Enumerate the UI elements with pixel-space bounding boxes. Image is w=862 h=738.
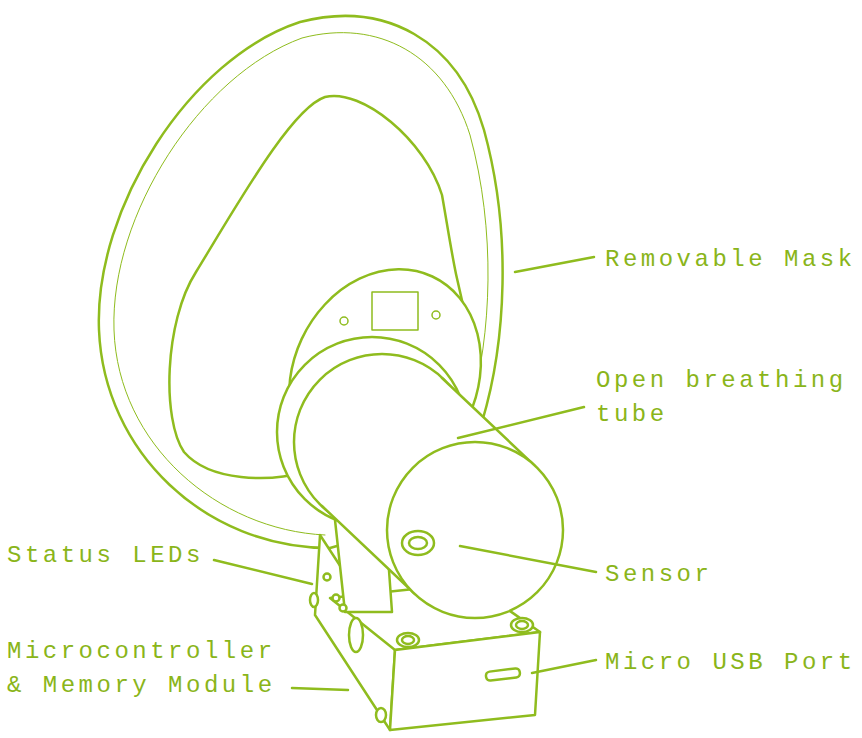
part-label: Status LEDs [7,539,204,573]
led [340,605,347,612]
flange-hole [340,317,348,325]
flange-hole [432,311,440,319]
box-front [390,632,540,730]
part-label: Sensor [605,558,712,592]
part-label: Micro USB Port [605,646,856,680]
leader-line [532,660,596,673]
leader-line [458,407,584,438]
part-label: Open breathing tube [596,364,858,432]
mount-post [516,621,528,629]
box-hole [349,618,363,652]
leader-line [292,688,348,690]
part-label: Removable Mask [605,243,856,277]
box-screw [376,708,386,722]
sensor [402,531,434,555]
usb-port [486,668,521,681]
leader-line [214,560,312,584]
mount-post [397,633,419,647]
mount-post [511,618,533,632]
led [333,595,340,602]
leader-line [460,546,596,572]
sensor [409,537,427,549]
part-label: Microcontroller & Memory Module [7,635,289,703]
leader-line [515,257,594,272]
flange-slot [372,292,418,330]
mount-post [402,636,414,644]
led [310,593,318,607]
led [324,574,331,581]
tube-front [387,442,563,618]
